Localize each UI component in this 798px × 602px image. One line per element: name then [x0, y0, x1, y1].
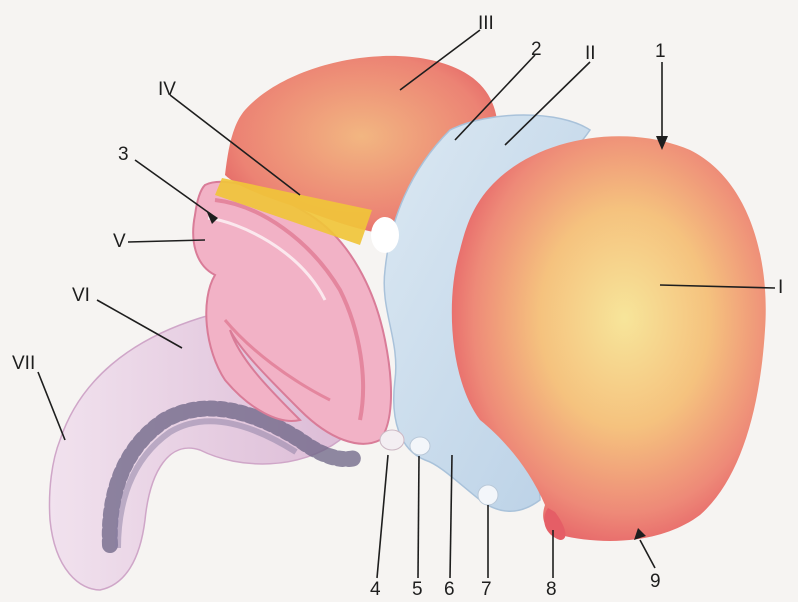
- label-IV: IV: [158, 80, 176, 99]
- label-7: 7: [481, 580, 492, 599]
- label-8: 8: [546, 580, 557, 599]
- label-VI: VI: [72, 286, 90, 305]
- label-3: 3: [118, 145, 129, 164]
- label-I: I: [778, 278, 783, 297]
- label-V: V: [113, 232, 126, 251]
- label-III: III: [478, 14, 494, 33]
- label-6: 6: [444, 580, 455, 599]
- label-VII: VII: [12, 354, 35, 373]
- nodule-4: [380, 430, 404, 450]
- label-5: 5: [412, 580, 423, 599]
- nodule-7: [478, 485, 498, 505]
- label-9: 9: [650, 572, 661, 591]
- label-4: 4: [370, 580, 381, 599]
- label-1: 1: [655, 42, 666, 61]
- label-2: 2: [531, 40, 542, 59]
- label-II: II: [585, 44, 596, 63]
- nodule-5: [410, 437, 430, 455]
